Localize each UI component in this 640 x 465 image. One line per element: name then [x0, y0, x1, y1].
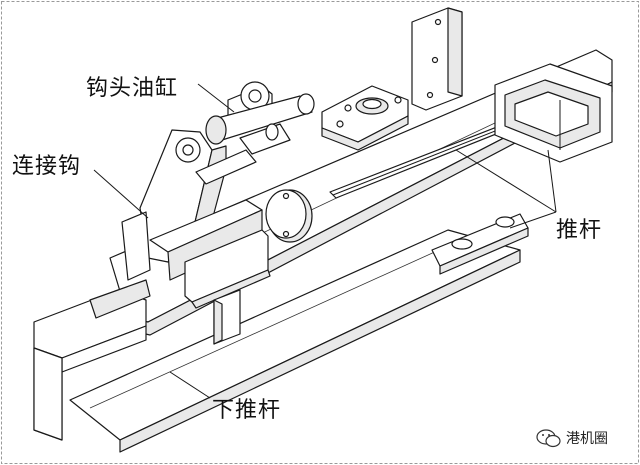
right-bracket [494, 63, 613, 163]
vertical-plate [411, 7, 463, 111]
label-push-rod: 推杆 [556, 218, 603, 243]
leader-push-rod-2 [547, 149, 557, 213]
leader-connecting-hook [93, 169, 149, 219]
label-lower-push-rod: 下推杆 [212, 398, 282, 423]
push-rod-clamp [431, 213, 529, 275]
lower-push-rod [69, 229, 521, 453]
leader-push-rod-3 [509, 211, 557, 229]
leader-hook-cylinder [197, 83, 235, 113]
leader-push-rod-1 [455, 149, 557, 213]
wechat-icon [536, 429, 561, 448]
front-slot-plate [184, 229, 271, 345]
label-connecting-hook: 连接钩 [12, 154, 82, 179]
round-disc [265, 189, 313, 243]
left-end-block [33, 279, 151, 441]
label-hook-cylinder: 钩头油缸 [86, 76, 179, 101]
mount-block [321, 85, 409, 151]
watermark-text: 港机圈 [566, 431, 608, 447]
hook-cylinder [205, 81, 315, 155]
leader-lower-push-rod [169, 371, 211, 399]
